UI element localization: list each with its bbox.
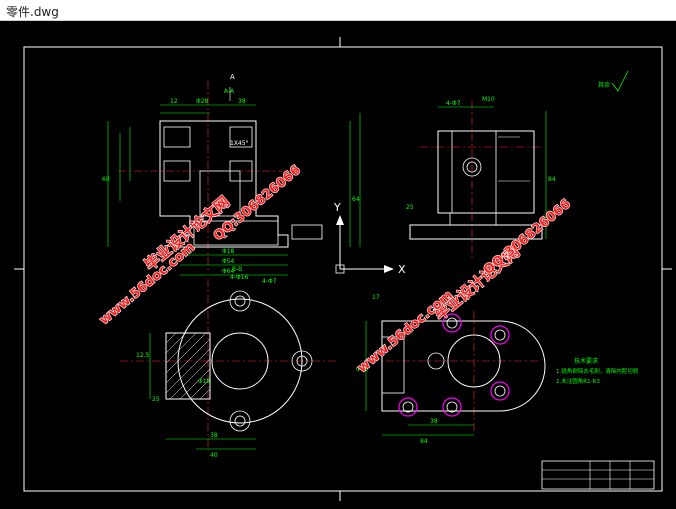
ucs-coordinate-icon: Y X [333,201,406,276]
technical-requirements: 技术要求 1.锐角倒钝去毛刺，清除内腔切屑 2.未注圆角R1-R3 [556,357,638,385]
svg-text:www.56doc.com: www.56doc.com [97,240,198,328]
coord-y-label: Y [333,201,341,214]
svg-text:Φ18: Φ18 [222,248,235,255]
svg-text:2.未注圆角R1-R3: 2.未注圆角R1-R3 [556,377,600,385]
svg-text:Φ64: Φ64 [222,268,235,275]
svg-text:1.锐角倒钝去毛刺，清除内腔切屑: 1.锐角倒钝去毛刺，清除内腔切屑 [556,367,638,375]
cad-drawing-canvas[interactable]: A A-A 12 Φ28 38 1X45° 60 64 Φ18 Φ54 Φ64 … [0,21,676,509]
top-view-left: 4-Φ16 4-Φ7 B-B 12.5 Φ18 38 40 25 [120,266,336,459]
title-block [541,460,655,490]
svg-text:40: 40 [210,452,218,459]
svg-text:4-Φ7: 4-Φ7 [262,278,277,285]
watermark-right: 毕业设计论文网 QQ:306826066 www.56doc.com [354,196,574,377]
svg-text:Φ18: Φ18 [198,378,211,385]
svg-text:A-A: A-A [224,88,235,95]
svg-text:M10: M10 [482,96,495,103]
side-view: 4-Φ7 M10 84 25 其余 [406,70,629,261]
svg-text:QQ:306826066: QQ:306826066 [481,197,574,278]
svg-text:84: 84 [548,176,556,183]
svg-text:4-Φ7: 4-Φ7 [446,100,461,107]
svg-text:84: 84 [420,438,428,445]
svg-text:Φ54: Φ54 [222,258,235,265]
svg-text:Φ40: Φ40 [356,366,369,373]
svg-text:38: 38 [430,418,438,425]
window-titlebar: 零件.dwg [0,0,676,21]
svg-text:64: 64 [352,196,360,203]
svg-text:12: 12 [170,98,178,105]
svg-text:A: A [230,73,235,81]
svg-text:B-B: B-B [232,266,242,273]
svg-text:38: 38 [238,98,246,105]
drawing-svg: A A-A 12 Φ28 38 1X45° 60 64 Φ18 Φ54 Φ64 … [14,37,672,501]
svg-text:其余: 其余 [598,81,610,89]
svg-text:17: 17 [372,294,380,301]
svg-text:25: 25 [406,204,414,211]
front-section-view: A A-A 12 Φ28 38 1X45° 60 64 Φ18 Φ54 Φ64 [102,73,361,276]
svg-text:4-Φ16: 4-Φ16 [230,274,249,281]
coord-x-label: X [398,263,406,276]
svg-text:www.56doc.com: www.56doc.com [355,288,456,376]
svg-text:38: 38 [210,432,218,439]
svg-text:60: 60 [102,176,110,183]
svg-text:25: 25 [152,396,160,403]
plan-view-right: 17 Φ40 38 84 [356,294,546,445]
svg-text:1X45°: 1X45° [230,140,249,147]
window-title: 零件.dwg [6,5,59,19]
svg-text:技术要求: 技术要求 [574,357,598,365]
svg-text:12.5: 12.5 [136,352,150,359]
svg-text:Φ28: Φ28 [196,98,209,105]
